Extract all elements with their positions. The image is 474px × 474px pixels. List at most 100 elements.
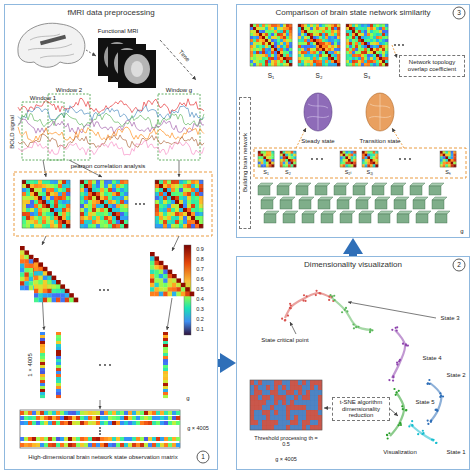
illustration-shape (179, 204, 183, 208)
illustration-shape (334, 42, 337, 45)
illustration-shape (334, 51, 337, 54)
illustration-shape (50, 204, 54, 208)
vector-cell (40, 359, 45, 362)
illustration-shape (116, 220, 120, 224)
illustration-shape (179, 160, 180, 177)
illustration-shape (29, 286, 34, 291)
illustration-shape (154, 287, 159, 292)
vector-cell (56, 350, 61, 353)
bold-signal-trace (18, 134, 204, 148)
illustration-shape (325, 36, 328, 39)
illustration-shape (319, 45, 322, 48)
matrix-cell (40, 411, 44, 415)
illustration-shape (274, 51, 277, 54)
illustration-shape (69, 293, 74, 298)
illustration-shape (262, 51, 265, 54)
illustration-shape (259, 36, 262, 39)
illustration-shape (362, 154, 365, 157)
illustration-shape (38, 180, 42, 184)
matrix-cell (84, 421, 88, 425)
illustration-shape (112, 180, 116, 184)
threshold-cell (302, 425, 306, 430)
brain-steady (304, 93, 332, 131)
illustration-shape (337, 33, 340, 36)
illustration-shape (258, 159, 261, 162)
illustration-shape (58, 188, 62, 192)
matrix-cell (160, 421, 164, 425)
illustration-shape (337, 51, 340, 54)
threshold-cell (298, 425, 302, 430)
illustration-shape (370, 159, 373, 162)
threshold-cell (250, 400, 254, 405)
illustration-shape (150, 270, 155, 275)
illustration-shape (448, 154, 451, 157)
matrix-cell (72, 421, 76, 425)
threshold-cell (298, 420, 302, 425)
illustration-shape (277, 51, 280, 54)
illustration-shape (187, 204, 191, 208)
vector-cell (40, 362, 45, 365)
illustration-shape (168, 274, 173, 279)
illustration-shape (382, 48, 385, 51)
illustration-shape (96, 216, 100, 220)
illustration-shape (274, 42, 277, 45)
illustration-shape (448, 156, 451, 159)
network-cube-top (416, 211, 431, 214)
illustration-shape (283, 151, 286, 154)
illustration-shape (349, 45, 352, 48)
illustration-shape (150, 278, 155, 283)
illustration-shape (175, 196, 179, 200)
vector-cell (56, 344, 61, 347)
matrix-cell (124, 443, 128, 447)
illustration-shape (286, 48, 289, 51)
illustration-shape (345, 151, 348, 154)
illustration-shape (88, 216, 92, 220)
illustration-shape (262, 27, 265, 30)
illustration-shape (316, 33, 319, 36)
illustration-shape (20, 250, 25, 255)
illustration-shape (159, 188, 163, 192)
network-cube-top (429, 183, 444, 186)
illustration-shape (163, 184, 167, 188)
ellipsis-dot (99, 427, 101, 429)
illustration-shape (385, 33, 388, 36)
illustration-shape (379, 48, 382, 51)
matrix-cell (76, 411, 80, 415)
matrix-cell (44, 437, 48, 441)
illustration-shape (100, 220, 104, 224)
illustration-shape (191, 180, 195, 184)
illustration-shape (108, 184, 112, 188)
illustration-shape (168, 270, 173, 275)
matrix-cell (164, 443, 168, 447)
illustration-shape (62, 220, 66, 224)
illustration-shape (307, 51, 310, 54)
illustration-shape (376, 48, 379, 51)
illustration-shape (307, 54, 310, 57)
illustration-shape (361, 60, 364, 63)
illustration-shape (319, 33, 322, 36)
correlation-heatmap (440, 151, 456, 167)
illustration-shape (100, 188, 104, 192)
threshold-cell (282, 395, 286, 400)
threshold-cell (294, 400, 298, 405)
illustration-shape (301, 45, 304, 48)
illustration-shape (195, 208, 199, 212)
illustration-shape (277, 39, 280, 42)
threshold-cell (318, 385, 322, 390)
illustration-shape (310, 27, 313, 30)
illustration-shape (343, 162, 346, 165)
threshold-cell (270, 390, 274, 395)
illustration-shape (313, 39, 316, 42)
illustration-shape (159, 287, 164, 292)
illustration-shape (199, 224, 203, 228)
illustration-shape (120, 196, 124, 200)
illustration-shape (440, 154, 443, 157)
illustration-shape (199, 188, 203, 192)
illustration-shape (258, 162, 261, 165)
threshold-cell (266, 415, 270, 420)
illustration-shape (271, 57, 274, 60)
illustration-shape (382, 57, 385, 60)
illustration-shape (159, 220, 163, 224)
illustration-shape (47, 276, 52, 281)
illustration-shape (84, 200, 88, 204)
